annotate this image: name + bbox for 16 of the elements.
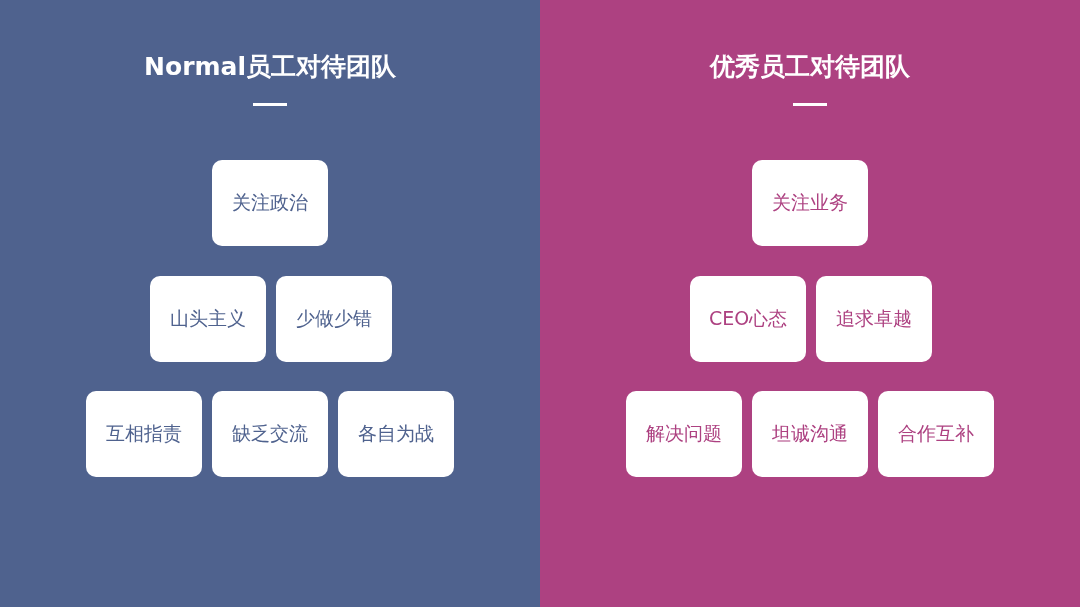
panel-title: Normal员工对待团队 [144, 51, 396, 83]
rounded-box: 山头主义 [150, 276, 266, 362]
panel-title: 优秀员工对待团队 [710, 51, 910, 83]
rounded-box: 坦诚沟通 [752, 391, 868, 477]
rounded-box: 各自为战 [338, 391, 454, 477]
rounded-box: 缺乏交流 [212, 391, 328, 477]
rounded-box: 解决问题 [626, 391, 742, 477]
rounded-box: 关注业务 [752, 160, 868, 246]
rounded-box: 互相指责 [86, 391, 202, 477]
rounded-box: CEO心态 [690, 276, 806, 362]
rounded-box: 追求卓越 [816, 276, 932, 362]
panel-background [0, 0, 540, 607]
rounded-box: 关注政治 [212, 160, 328, 246]
panel-background [540, 0, 1080, 607]
rounded-box: 合作互补 [878, 391, 994, 477]
rounded-box: 少做少错 [276, 276, 392, 362]
